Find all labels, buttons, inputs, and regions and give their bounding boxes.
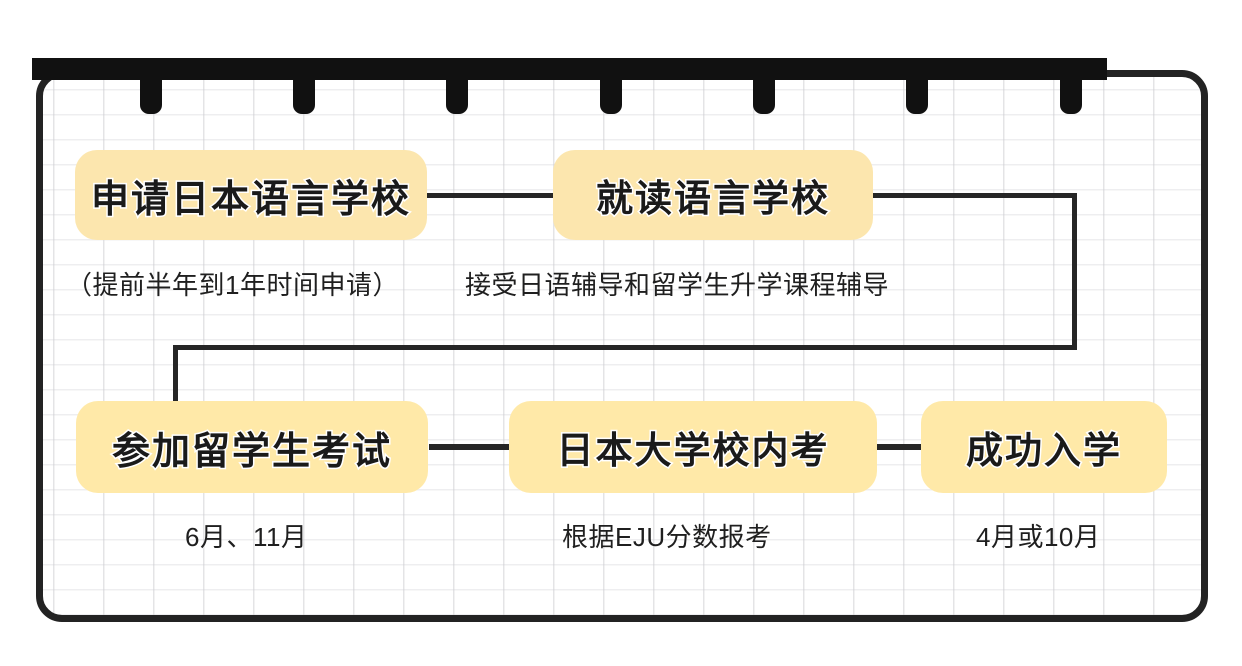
node-apply-language-school[interactable]: 申请日本语言学校 — [75, 150, 427, 240]
caption-successful-enrollment: 4月或10月 — [976, 522, 1101, 552]
node-university-inner-exam[interactable]: 日本大学校内考 — [509, 401, 877, 493]
node-successful-enrollment[interactable]: 成功入学 — [921, 401, 1167, 493]
binder-clip-5 — [753, 58, 775, 114]
binder-clip-6 — [906, 58, 928, 114]
node-take-eju-exam[interactable]: 参加留学生考试 — [76, 401, 428, 493]
binder-clip-4 — [600, 58, 622, 114]
node-label: 申请日本语言学校 — [89, 177, 411, 222]
binder-clip-2 — [293, 58, 315, 114]
connector-eju-to-inner-exam — [429, 444, 511, 450]
caption-apply-language-school: （提前半年到1年时间申请） — [66, 270, 399, 300]
caption-university-inner-exam: 根据EJU分数报考 — [562, 522, 772, 552]
caption-attend-language-school: 接受日语辅导和留学生升学课程辅导 — [465, 270, 890, 300]
connector-inner-exam-to-enroll — [876, 444, 923, 450]
connector-attend-to-eju-bottom — [173, 345, 1077, 350]
node-label: 参加留学生考试 — [110, 429, 392, 474]
node-label: 成功入学 — [965, 429, 1122, 473]
connector-attend-to-eju-right — [1072, 193, 1077, 350]
connector-apply-to-attend — [427, 193, 553, 198]
binder-clip-3 — [446, 58, 468, 114]
caption-take-eju-exam: 6月、11月 — [185, 522, 308, 552]
connector-attend-to-eju-left — [173, 345, 178, 407]
notebook-binder-bar — [32, 58, 1107, 80]
node-attend-language-school[interactable]: 就读语言学校 — [553, 150, 873, 240]
node-label: 就读语言学校 — [595, 177, 830, 221]
connector-attend-to-eju-top — [871, 193, 1077, 198]
node-label: 日本大学校内考 — [555, 429, 830, 473]
binder-clip-1 — [140, 58, 162, 114]
binder-clip-7 — [1060, 58, 1082, 114]
